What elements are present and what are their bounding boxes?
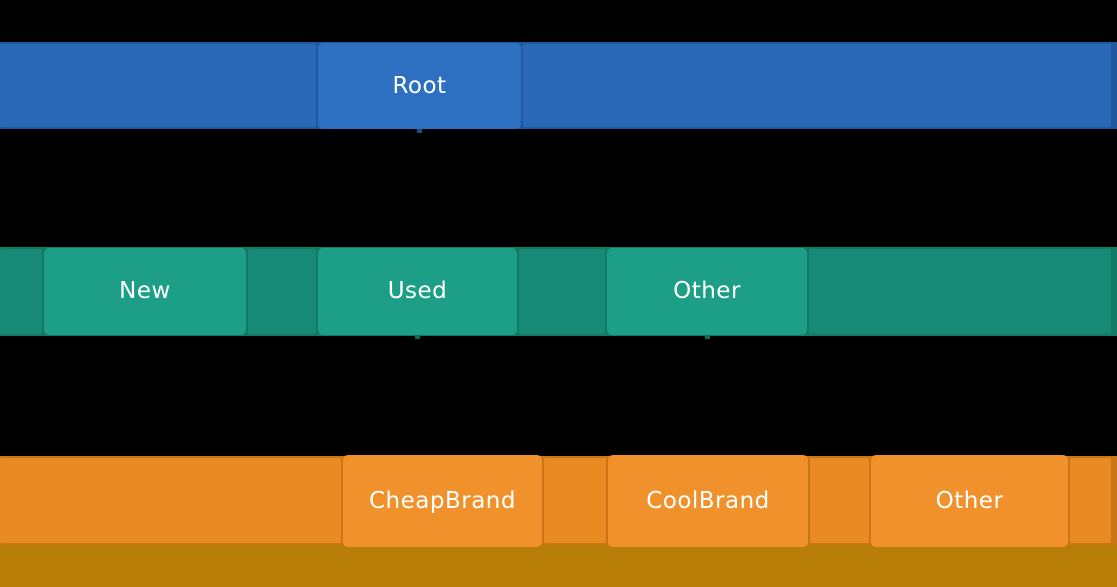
node-label: Other <box>935 487 1004 514</box>
level-2-node-new[interactable]: New <box>44 248 246 335</box>
level-2-node-used-connector-nub <box>415 335 420 339</box>
node-label: CoolBrand <box>646 487 770 514</box>
level-1-segment <box>0 44 316 127</box>
level-3-segment <box>1070 458 1111 543</box>
level-1-node-root-connector-nub <box>417 129 422 133</box>
level-3-node-cheapbrand[interactable]: CheapBrand <box>343 455 542 547</box>
level-2-segment <box>809 249 1111 334</box>
level-3-segment <box>810 458 869 543</box>
level-2-segment <box>519 249 605 334</box>
level-2-node-used[interactable]: Used <box>318 248 517 335</box>
level-4-strip <box>0 545 1117 587</box>
level-2-segment <box>248 249 316 334</box>
level-2-segment <box>0 249 42 334</box>
level-3-node-other[interactable]: Other <box>871 455 1068 547</box>
node-label: CheapBrand <box>369 487 516 514</box>
level-2-node-other[interactable]: Other <box>607 248 807 335</box>
level-1-node-root[interactable]: Root <box>318 43 521 129</box>
level-3-segment <box>0 458 341 543</box>
node-label: Root <box>392 72 447 99</box>
level-2-node-other-connector-nub <box>704 335 710 339</box>
node-label: Used <box>387 278 448 304</box>
node-label: Other <box>673 278 741 304</box>
level-3-segment <box>544 458 606 543</box>
level-3-node-coolbrand[interactable]: CoolBrand <box>608 455 808 547</box>
node-label: New <box>119 278 171 304</box>
level-1-segment <box>523 44 1111 127</box>
